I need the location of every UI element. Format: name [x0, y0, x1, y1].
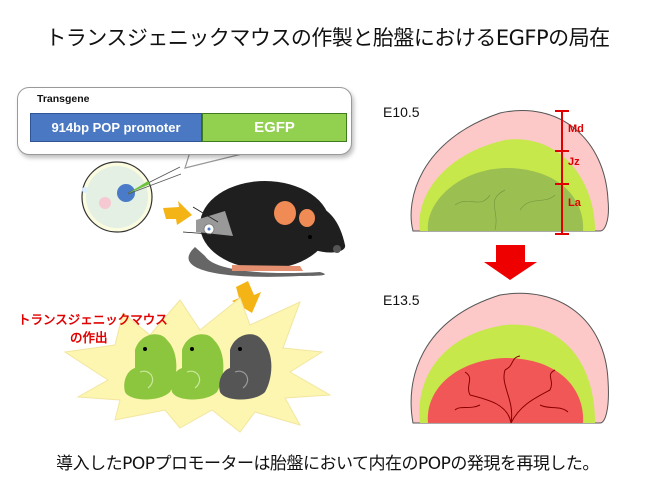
egg-icon [81, 161, 153, 233]
transgene-label: Transgene [37, 93, 90, 105]
layer-scale-bar [555, 110, 569, 235]
pup-green-1-icon [124, 334, 177, 400]
production-label-line1: トランスジェニックマウス [18, 312, 168, 327]
arrow-right-icon [163, 201, 192, 225]
stage-label-e13-5: E13.5 [383, 292, 420, 308]
production-label-line2: の作出 [70, 330, 108, 345]
pup-green-2-icon [171, 334, 224, 400]
injection-needle-icon [127, 166, 182, 195]
placenta-e10-5 [410, 110, 609, 232]
page-title: トランスジェニックマウスの作製と胎盤におけるEGFPの局在 [45, 26, 610, 50]
arrow-down-red-icon [484, 245, 537, 280]
layer-label-la: La [568, 197, 581, 209]
stage-label-e10-5: E10.5 [383, 104, 420, 120]
promoter-segment: 914bp POP promoter [30, 113, 202, 142]
layer-label-md: Md [568, 123, 584, 135]
egfp-segment: EGFP [202, 113, 347, 142]
layer-label-jz: Jz [568, 156, 580, 168]
mouse-icon [182, 181, 346, 277]
caption: 導入したPOPプロモーターは胎盤において内在のPOPの発現を再現した。 [56, 454, 599, 474]
pup-black-icon [219, 334, 272, 400]
placenta-e13-5 [410, 292, 609, 424]
